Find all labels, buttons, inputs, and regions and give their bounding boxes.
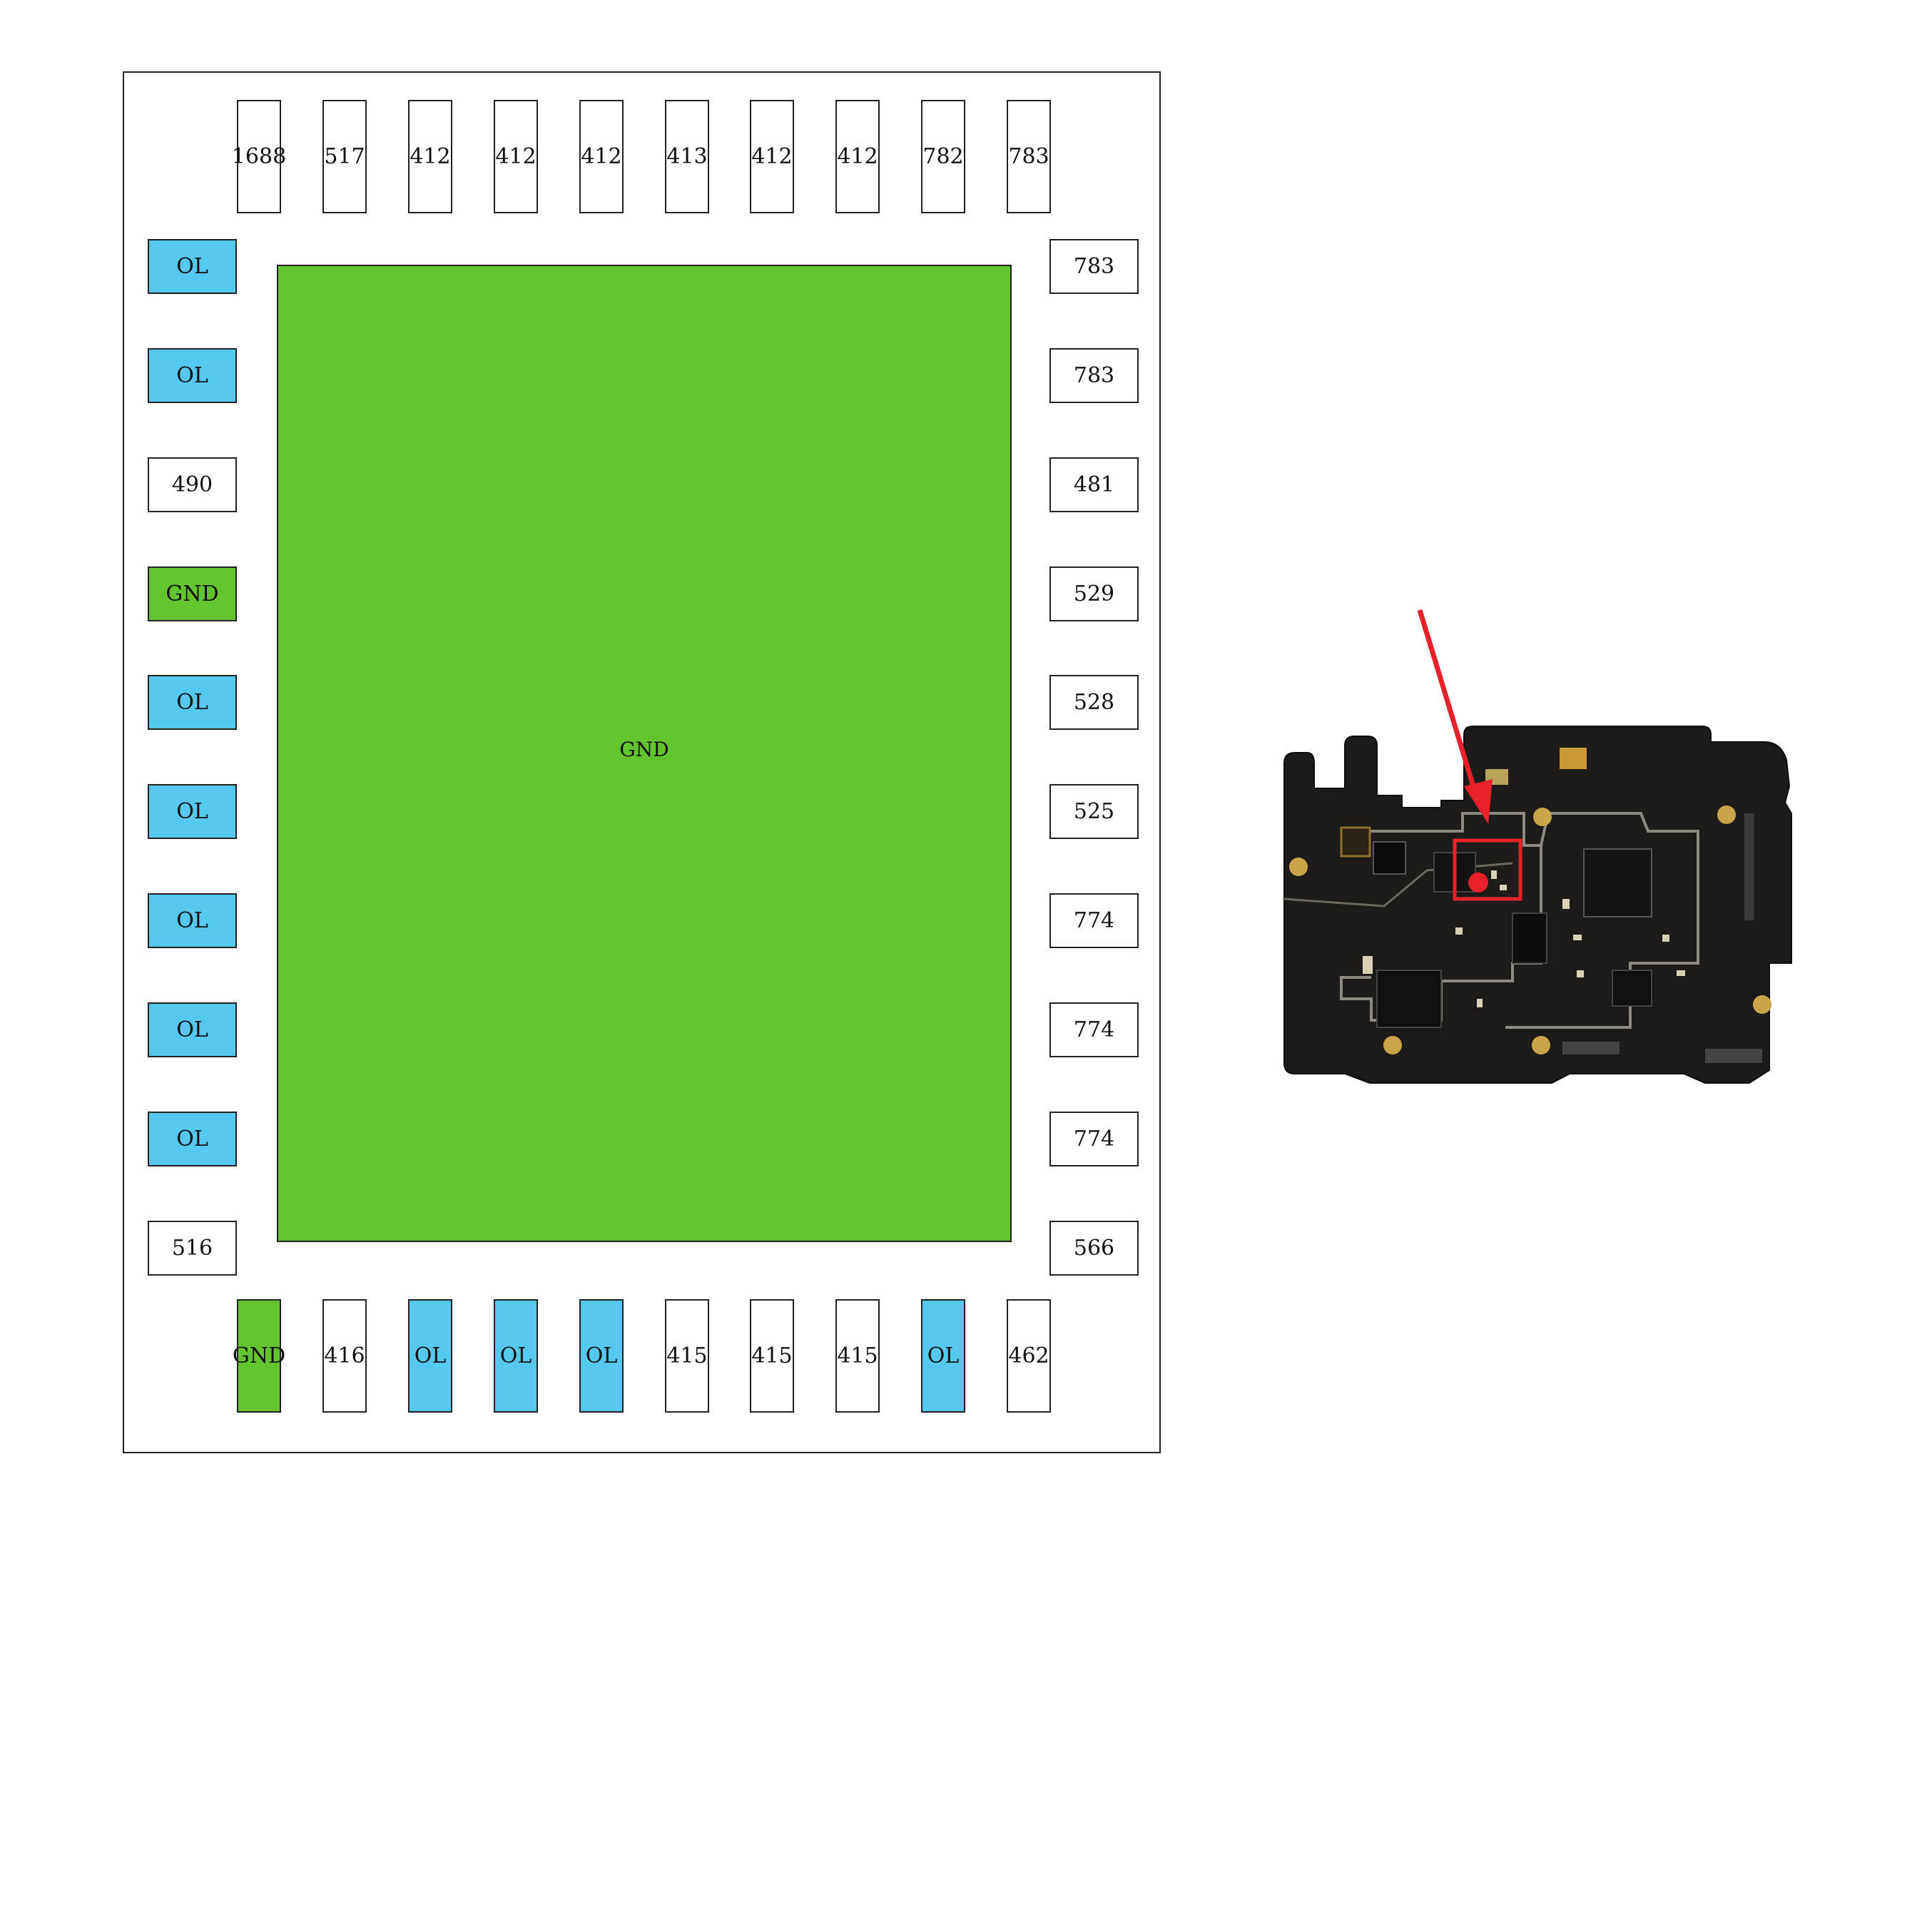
pad-top-6: 413: [665, 100, 709, 213]
highlight-box: [1453, 838, 1522, 901]
pad-bottom-5: OL: [579, 1299, 624, 1413]
pad-bottom-4: OL: [494, 1299, 538, 1413]
pad-bottom-3: OL: [408, 1299, 452, 1413]
pad-right-4: 529: [1049, 566, 1139, 621]
pad-bottom-1: GND: [233, 1299, 285, 1413]
pad-top-5: 412: [579, 100, 624, 213]
pad-left-8: OL: [148, 1002, 237, 1057]
pad-left-4: GND: [148, 566, 237, 621]
pad-left-2: OL: [148, 348, 237, 403]
pad-left-1: OL: [148, 239, 237, 294]
pad-top-1: 1688: [232, 100, 286, 213]
center-pad-label: GND: [619, 737, 669, 761]
pad-left-7: OL: [148, 893, 237, 948]
pad-left-3: 490: [148, 457, 237, 512]
pad-right-8: 774: [1049, 1002, 1139, 1057]
center-ground-pad: GND: [277, 265, 1012, 1242]
pad-right-1: 783: [1049, 239, 1139, 294]
pad-right-9: 774: [1049, 1112, 1139, 1166]
pad-top-8: 412: [835, 100, 880, 213]
locator-arrow-head: [1464, 779, 1493, 824]
pad-right-10: 566: [1049, 1221, 1139, 1276]
pad-right-7: 774: [1049, 893, 1139, 948]
pad-right-2: 783: [1049, 348, 1139, 403]
pad-top-7: 412: [750, 100, 794, 213]
pad-right-6: 525: [1049, 784, 1139, 839]
board-photo: [1283, 609, 1792, 1084]
marker-dot: [1468, 873, 1488, 893]
pad-bottom-8: 415: [835, 1299, 880, 1413]
pad-top-9: 782: [921, 100, 965, 213]
pad-right-5: 528: [1049, 675, 1139, 730]
pad-left-10: 516: [148, 1221, 237, 1276]
pad-top-4: 412: [494, 100, 538, 213]
pad-right-3: 481: [1049, 457, 1139, 512]
circuit-board-image: [1283, 726, 1792, 1084]
pad-bottom-10: 462: [1007, 1299, 1051, 1413]
pad-top-10: 783: [1007, 100, 1051, 213]
pad-bottom-9: OL: [921, 1299, 965, 1413]
pad-left-5: OL: [148, 675, 237, 730]
pad-bottom-6: 415: [665, 1299, 709, 1413]
pad-bottom-7: 415: [750, 1299, 794, 1413]
pad-left-9: OL: [148, 1112, 237, 1166]
pad-top-3: 412: [408, 100, 452, 213]
pad-top-2: 517: [322, 100, 367, 213]
locator-arrow: [1417, 609, 1481, 804]
pad-left-6: OL: [148, 784, 237, 839]
pad-bottom-2: 416: [322, 1299, 367, 1413]
